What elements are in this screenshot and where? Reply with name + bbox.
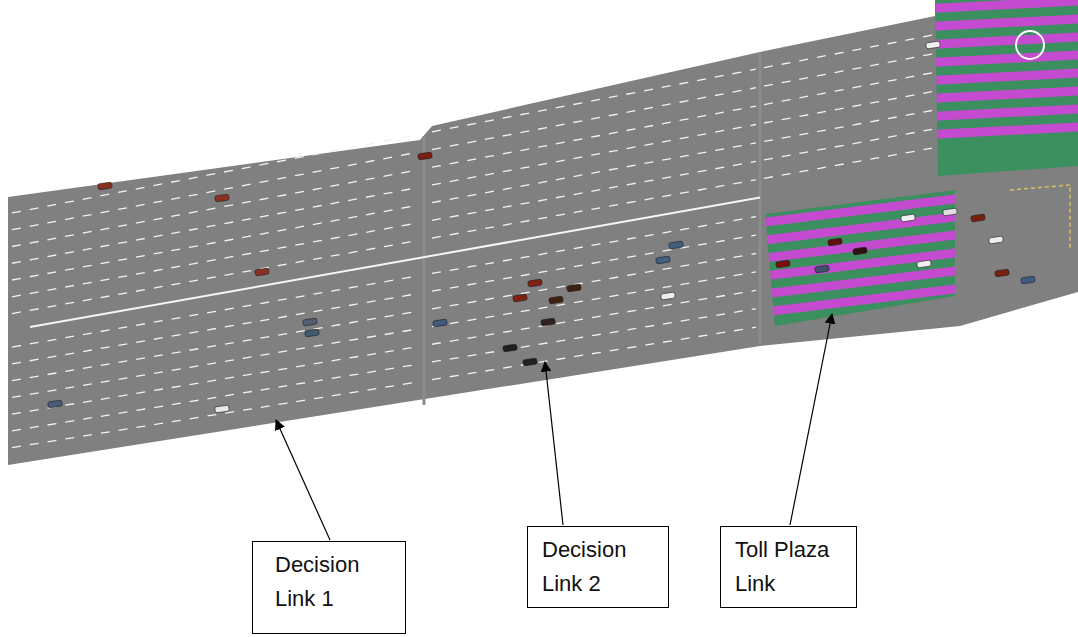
vehicle (901, 214, 916, 222)
lane-line (432, 327, 756, 379)
lane-line (12, 276, 418, 347)
vehicle (98, 182, 113, 190)
lane-line (764, 73, 932, 105)
lane-line (432, 88, 756, 150)
vehicle (303, 318, 318, 326)
vehicle (926, 41, 941, 49)
vehicle (995, 269, 1010, 277)
lane-line (764, 92, 932, 123)
toll-booth-stripes (930, 0, 1078, 139)
leader-arrow (790, 314, 832, 525)
callout-label: Decision Link 2 (542, 533, 660, 601)
lane-line (12, 152, 418, 230)
vehicle (776, 260, 791, 268)
vehicle (567, 284, 582, 292)
vehicle (661, 292, 676, 300)
booth-lane (930, 105, 1078, 122)
lane-line (432, 253, 756, 308)
vehicle (433, 319, 448, 327)
toll-island (1010, 185, 1070, 250)
booth-lane (930, 0, 1078, 13)
lane-line (432, 235, 756, 291)
vehicle (215, 194, 230, 202)
lane-line (12, 241, 418, 314)
lane-line (12, 170, 418, 247)
lane-line (764, 110, 932, 141)
lane-line (12, 294, 418, 364)
vehicle (971, 214, 986, 222)
vehicle (1021, 276, 1036, 284)
road-surface (8, 0, 1078, 465)
booth-lane (760, 284, 960, 317)
section-joint (423, 136, 426, 405)
vehicle (48, 400, 63, 408)
callout-box: Decision Link 1 (252, 541, 406, 634)
lane-line (764, 148, 932, 178)
callout-box: Toll Plaza Link (720, 526, 857, 608)
booth-lane (930, 15, 1078, 32)
lane-line (432, 106, 756, 167)
lane-line (764, 129, 932, 160)
vehicle (989, 236, 1004, 244)
vehicle (656, 256, 671, 264)
lane-line (764, 54, 932, 86)
lane-line (12, 347, 418, 415)
vehicle (503, 344, 518, 352)
lane-line (432, 180, 756, 238)
booth-lane (930, 33, 1078, 50)
lane-line (432, 161, 756, 220)
callout-label: Decision Link 1 (275, 548, 397, 616)
vehicle (255, 268, 270, 276)
lane-line (12, 329, 418, 397)
lane-line (12, 311, 418, 380)
booth-lane (930, 69, 1078, 86)
booth-lane (930, 51, 1078, 68)
vehicle (215, 405, 230, 413)
booth-lane (930, 123, 1078, 140)
lane-line (12, 135, 418, 213)
section-joint (759, 54, 762, 344)
leader-arrow (276, 420, 330, 540)
lane-line (12, 364, 418, 431)
toll-marker (1016, 31, 1044, 59)
lane-line (432, 124, 756, 184)
vehicle (513, 294, 528, 302)
booth-lane (930, 87, 1078, 104)
vehicle (943, 208, 958, 216)
leader-arrow (545, 362, 563, 525)
callout-label: Toll Plaza Link (735, 533, 848, 601)
vehicle (853, 247, 868, 255)
lane-line (432, 143, 756, 203)
median-line (30, 198, 760, 328)
vehicle (669, 241, 684, 249)
lane-line (432, 217, 756, 274)
vehicle (917, 260, 932, 268)
vehicle (549, 296, 564, 304)
vehicle (828, 238, 843, 246)
lane-line (12, 382, 418, 448)
lane-line (432, 272, 756, 327)
vehicle (815, 265, 830, 273)
vehicle (541, 318, 556, 326)
toll-booth-stripes (760, 194, 960, 317)
callout-box: Decision Link 2 (527, 526, 669, 608)
lane-line (12, 223, 418, 297)
lane-line (432, 69, 756, 132)
vehicle (523, 358, 538, 366)
vehicles (48, 41, 1036, 413)
vehicle (418, 152, 433, 160)
lane-line (764, 35, 932, 67)
vehicle (305, 329, 320, 337)
vehicle (528, 279, 543, 287)
